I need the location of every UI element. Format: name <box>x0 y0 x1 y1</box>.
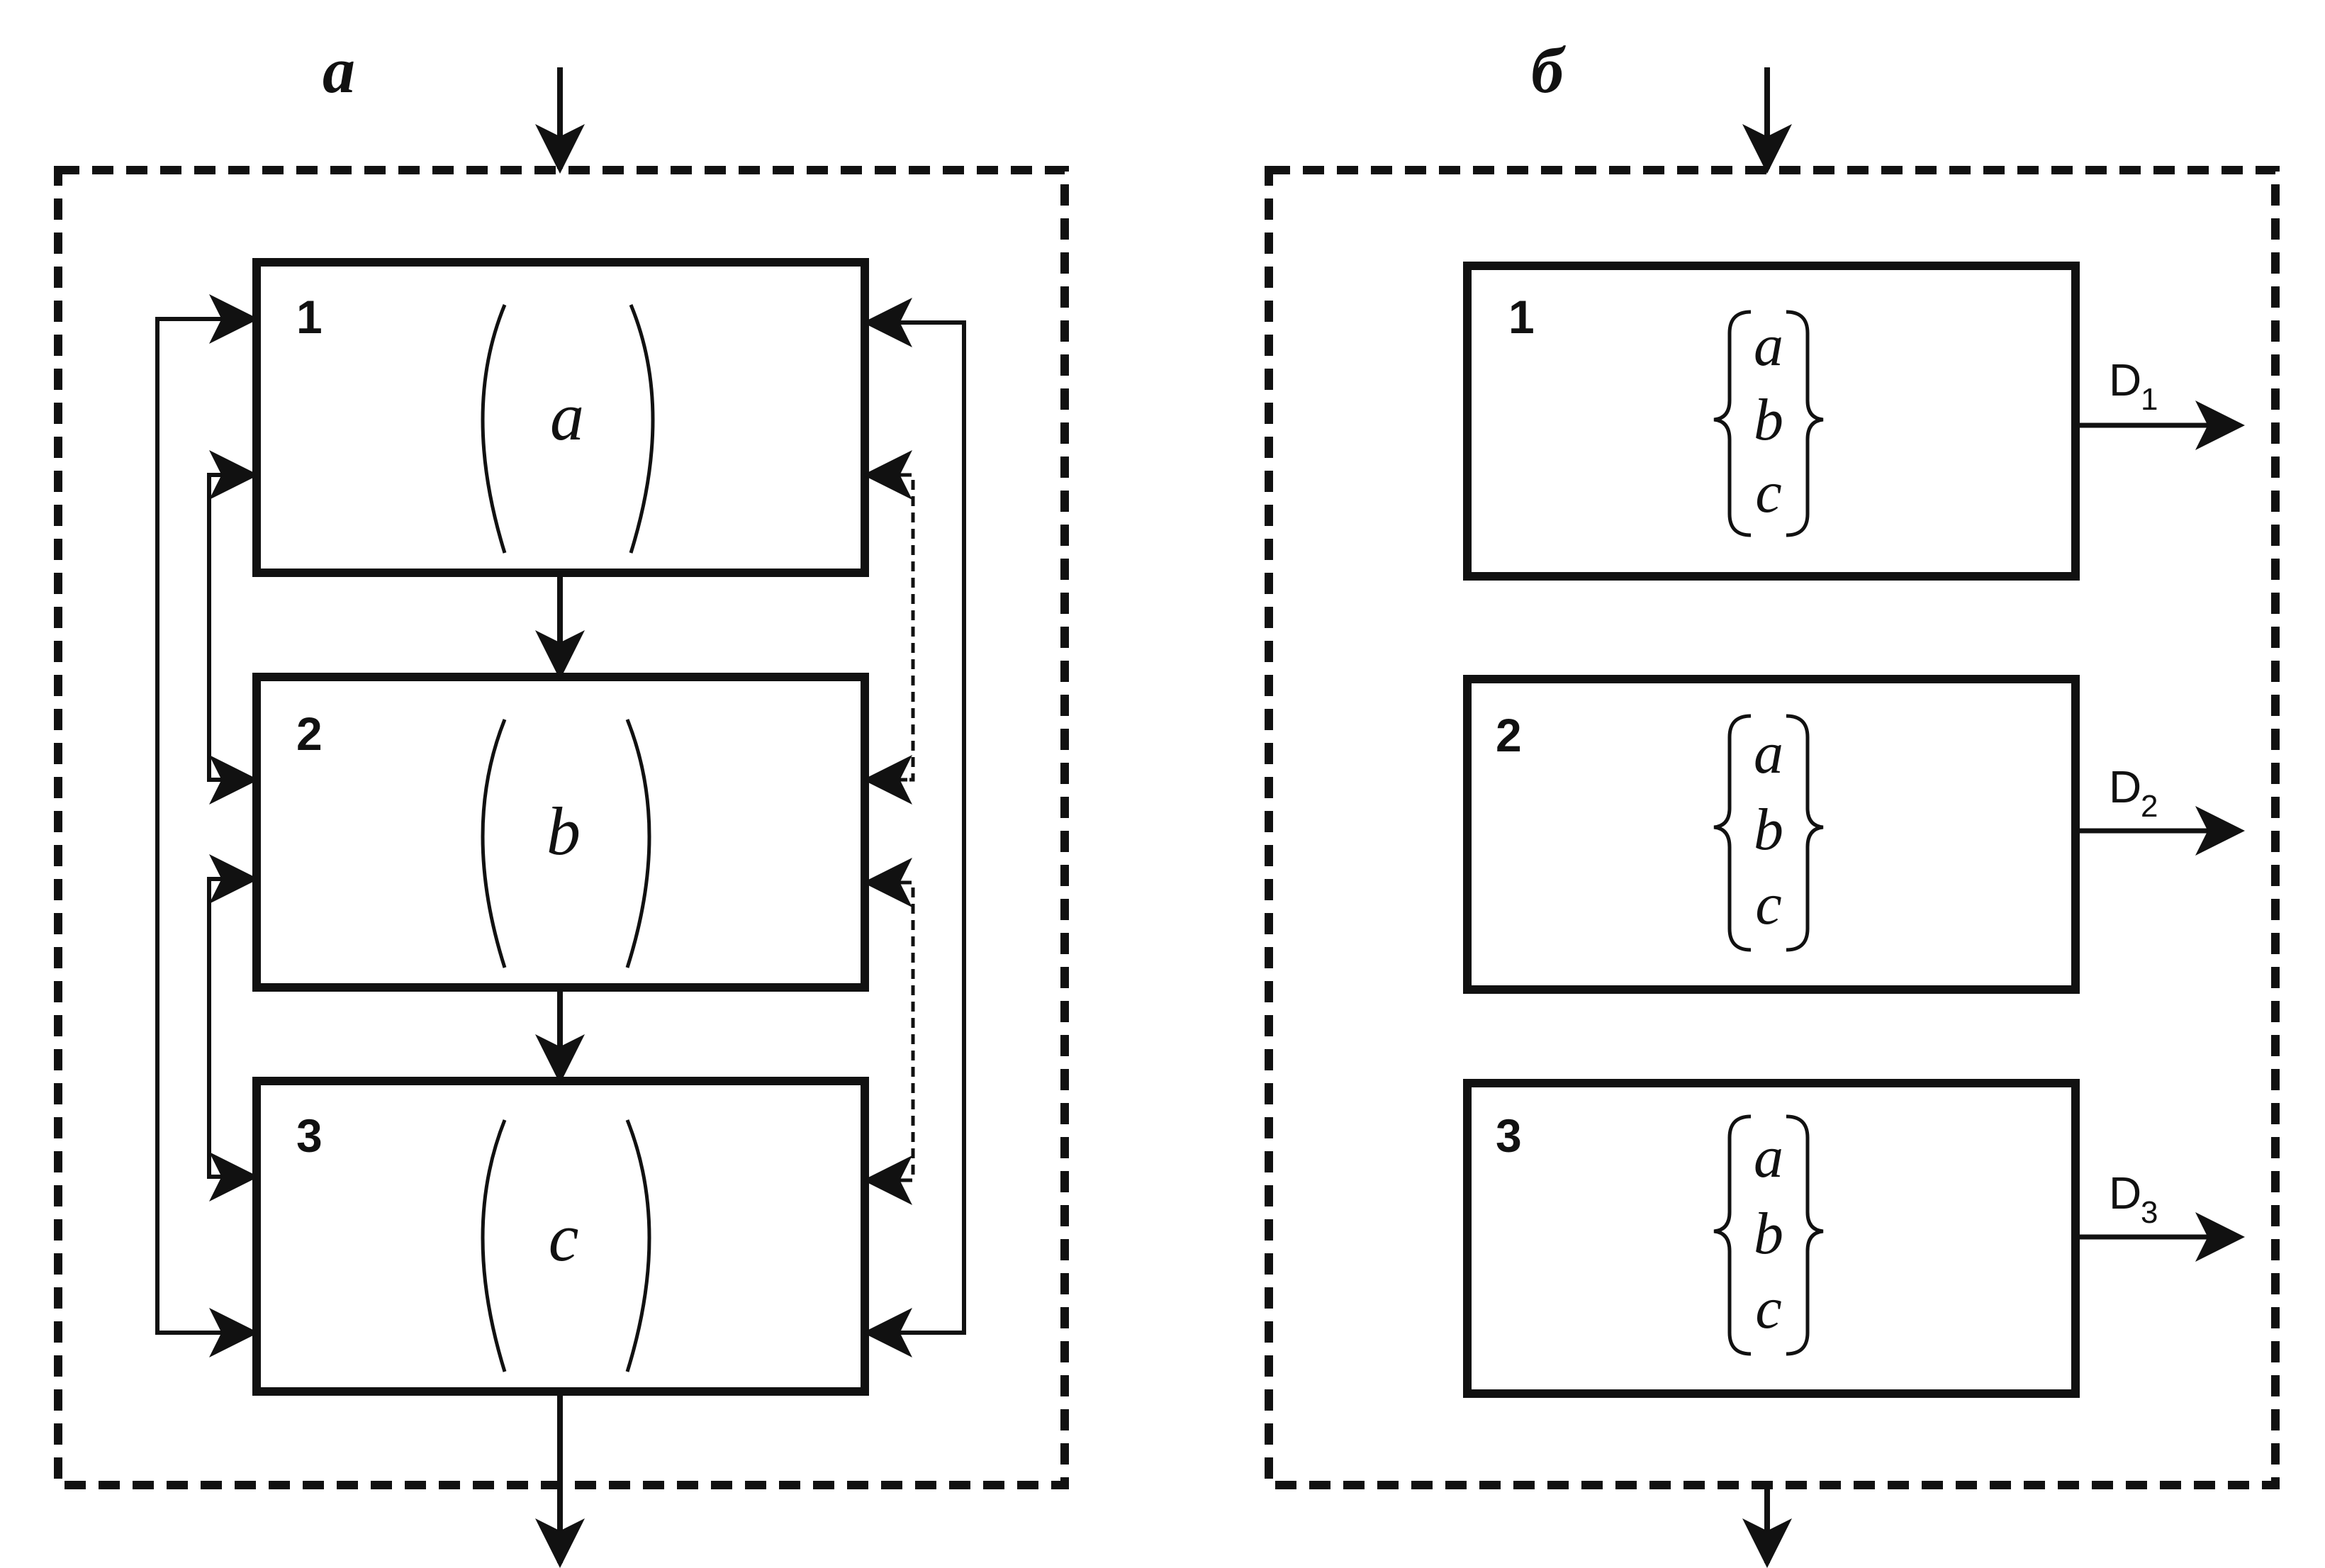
set-item: c <box>1755 459 1781 525</box>
panel-a-label: a <box>323 34 355 106</box>
panel-b-box-1: 1 a b c D 1 <box>1463 262 2245 581</box>
box-variable: c <box>549 1199 579 1275</box>
right-brace <box>1786 714 1824 952</box>
right-paren <box>625 1119 651 1372</box>
panel-b-box-2: 2 a b c D 2 <box>1463 675 2245 994</box>
output-label: D <box>2109 354 2141 405</box>
left-paren <box>481 1119 507 1372</box>
left-brace <box>1713 714 1752 952</box>
output-subscript: 3 <box>2141 1195 2158 1230</box>
box-variable: b <box>547 793 581 869</box>
panel-a: a 1 a 2 b 3 c <box>54 34 1069 1568</box>
right-brace <box>1786 310 1824 537</box>
set-item: a <box>1754 1124 1783 1190</box>
set-item: a <box>1754 720 1783 786</box>
left-outer-loop <box>155 294 259 1357</box>
set-item: c <box>1755 871 1781 937</box>
panel-b-label: б <box>1531 34 1566 106</box>
left-brace <box>1713 310 1752 537</box>
right-dashed-loop-1-2 <box>863 450 915 805</box>
set-item: c <box>1755 1275 1781 1341</box>
box-number: 3 <box>296 1109 323 1162</box>
output-subscript: 1 <box>2141 382 2158 417</box>
panel-a-box-1: 1 a <box>252 258 869 577</box>
box-number: 2 <box>1496 709 1522 761</box>
output-label: D <box>2109 761 2141 812</box>
left-inner-loop-2-3 <box>207 854 259 1202</box>
right-outer-loop <box>863 298 966 1357</box>
box-number: 2 <box>296 707 323 760</box>
right-dashed-loop-2-3 <box>863 858 915 1205</box>
left-inner-loop-1-2 <box>207 450 259 805</box>
right-paren <box>625 719 651 968</box>
set-item: a <box>1754 313 1783 379</box>
right-brace <box>1786 1114 1824 1356</box>
set-item: b <box>1754 797 1783 863</box>
box-variable: a <box>550 379 584 454</box>
left-brace <box>1713 1114 1752 1356</box>
right-paren <box>629 304 655 554</box>
panel-b-box-3: 3 a b c D 3 <box>1463 1079 2245 1398</box>
box-number: 1 <box>296 291 323 343</box>
panel-b-frame <box>1265 166 2280 1489</box>
box-number: 1 <box>1508 291 1535 343</box>
panel-a-box-3: 3 c <box>252 1077 869 1396</box>
left-paren <box>481 304 507 554</box>
set-item: b <box>1754 1201 1783 1267</box>
set-item: b <box>1754 387 1783 453</box>
output-subscript: 2 <box>2141 789 2158 824</box>
output-label: D <box>2109 1167 2141 1219</box>
left-paren <box>481 719 507 968</box>
panel-a-box-2: 2 b <box>252 673 869 992</box>
panel-b: б 1 a b c D 1 2 a b c D 2 <box>1265 34 2280 1568</box>
box-number: 3 <box>1496 1109 1522 1162</box>
